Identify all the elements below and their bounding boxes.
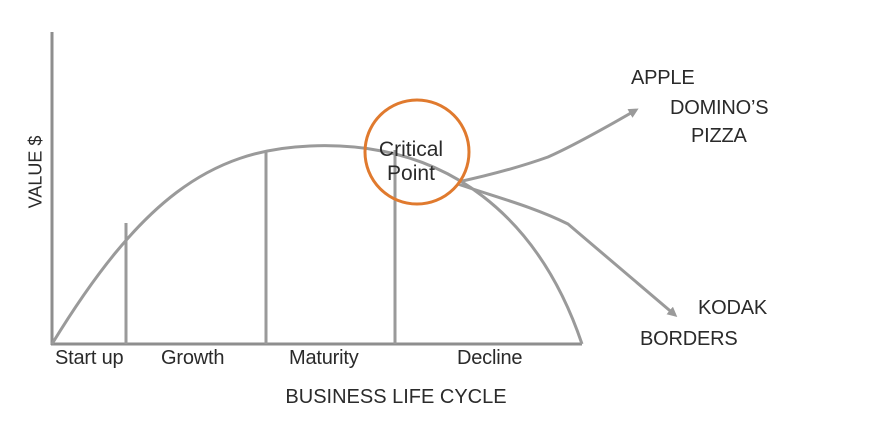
company-label-apple: APPLE: [631, 67, 695, 89]
company-label-kodak: KODAK: [698, 297, 768, 319]
critical-point-label: Critical Point: [379, 138, 443, 186]
x-axis-label: BUSINESS LIFE CYCLE: [285, 386, 507, 408]
downward-branch-arrow: [457, 182, 678, 317]
critical-point-circle: [363, 98, 471, 206]
stage-label-start-up: Start up: [55, 347, 124, 369]
stage-label-decline: Decline: [457, 347, 523, 369]
stage-label-maturity: Maturity: [289, 347, 359, 369]
critical-point-line2: Point: [387, 162, 435, 185]
company-label-dominos-line1: DOMINO’S: [670, 97, 769, 119]
y-axis-label: VALUE $: [25, 135, 46, 209]
life-cycle-curve: [50, 144, 584, 345]
stage-label-growth: Growth: [161, 347, 225, 369]
company-label-borders: BORDERS: [640, 328, 738, 350]
company-label-dominos-line2: PIZZA: [691, 125, 747, 147]
upward-branch-arrow: [457, 108, 639, 184]
critical-point-line1: Critical: [378, 138, 444, 161]
